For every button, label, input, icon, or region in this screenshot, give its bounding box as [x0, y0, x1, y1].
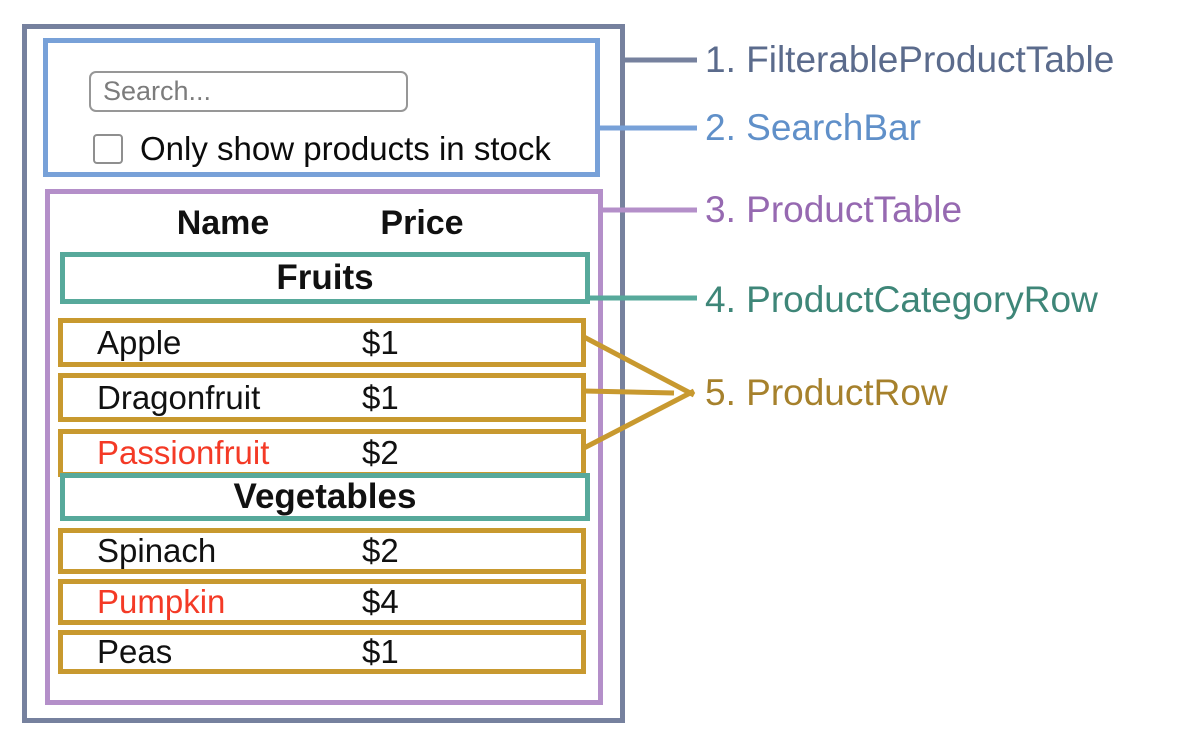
product-row: Peas $1	[58, 630, 586, 674]
label-filterable-product-table: 1. FilterableProductTable	[705, 39, 1115, 80]
product-name: Spinach	[97, 532, 217, 569]
label-product-table: 3. ProductTable	[705, 189, 963, 230]
product-price: $2	[362, 532, 399, 569]
product-name: Peas	[97, 633, 173, 670]
product-table-box: Name Price Fruits Apple $1 Dragonfruit $…	[45, 189, 603, 705]
in-stock-checkbox[interactable]	[93, 134, 123, 164]
product-name-out-of-stock: Passionfruit	[97, 434, 270, 471]
column-header-price: Price	[380, 204, 464, 242]
product-price: $1	[362, 633, 399, 670]
product-row: Pumpkin $4	[58, 579, 586, 625]
product-price: $1	[362, 378, 399, 416]
in-stock-filter: Only show products in stock	[93, 130, 551, 168]
product-row: Dragonfruit $1	[58, 373, 586, 422]
product-row: Passionfruit $2	[58, 429, 586, 477]
product-name: Apple	[97, 323, 182, 361]
filterable-product-table-box: Only show products in stock Name Price F…	[22, 24, 625, 723]
product-category-row: Fruits	[60, 252, 590, 304]
product-price: $4	[362, 583, 399, 620]
product-category-row: Vegetables	[60, 473, 590, 521]
label-product-category-row: 4. ProductCategoryRow	[705, 279, 1098, 320]
category-label: Fruits	[276, 258, 374, 297]
product-name: Dragonfruit	[97, 378, 261, 416]
column-header-name: Name	[176, 204, 270, 242]
product-price: $1	[362, 323, 399, 361]
product-row: Spinach $2	[58, 528, 586, 574]
label-product-row: 5. ProductRow	[705, 372, 948, 413]
product-price: $2	[362, 434, 399, 471]
label-search-bar: 2. SearchBar	[705, 107, 921, 148]
product-row: Apple $1	[58, 318, 586, 367]
in-stock-checkbox-label: Only show products in stock	[140, 130, 551, 167]
search-input[interactable]	[89, 71, 408, 112]
product-name-out-of-stock: Pumpkin	[97, 583, 226, 620]
search-bar-box: Only show products in stock	[43, 38, 600, 177]
category-label: Vegetables	[233, 477, 417, 516]
